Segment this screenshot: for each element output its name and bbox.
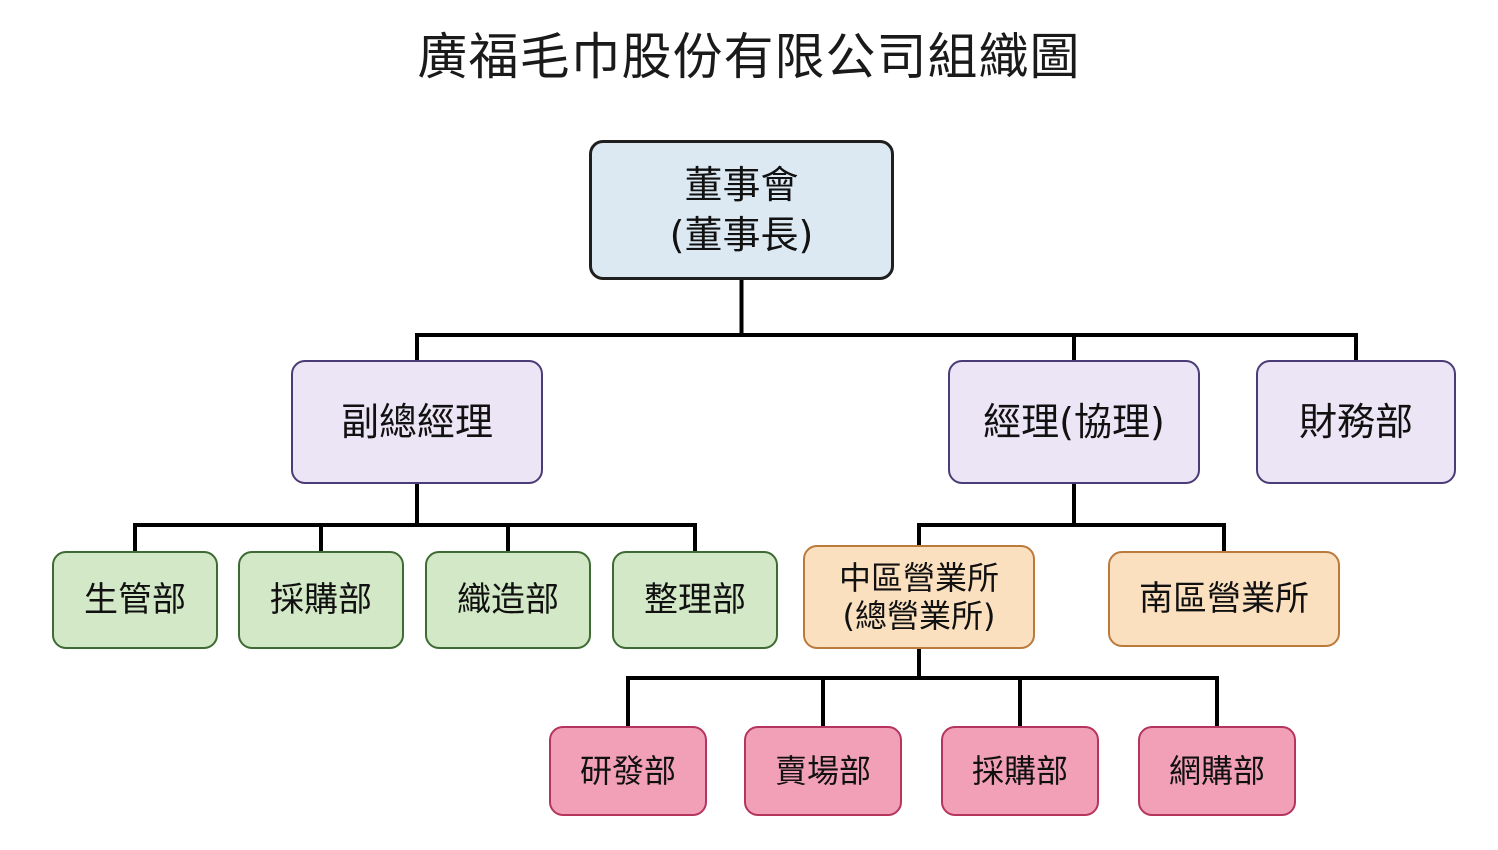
org-node-label: 財務部 bbox=[1298, 400, 1413, 444]
org-node-south[interactable]: 南區營業所 bbox=[1108, 551, 1340, 647]
org-node-label: 採購部 bbox=[270, 580, 372, 620]
org-node-label: 副總經理 bbox=[340, 400, 493, 444]
org-node-label: 採購部 bbox=[971, 752, 1068, 790]
org-node-board[interactable]: 董事會 (董事長) bbox=[589, 140, 894, 280]
org-node-weaving[interactable]: 織造部 bbox=[425, 551, 591, 649]
org-node-label: 經理(協理) bbox=[983, 400, 1165, 444]
org-node-label: 賣場部 bbox=[774, 752, 871, 790]
org-node-label: 生管部 bbox=[84, 580, 186, 620]
org-node-finishing[interactable]: 整理部 bbox=[612, 551, 778, 649]
org-node-vp[interactable]: 副總經理 bbox=[291, 360, 543, 484]
org-node-central[interactable]: 中區營業所 (總營業所) bbox=[803, 545, 1035, 649]
org-node-label: 研發部 bbox=[579, 752, 676, 790]
org-node-label: 南區營業所 bbox=[1139, 579, 1309, 619]
org-node-store[interactable]: 賣場部 bbox=[744, 726, 902, 816]
org-node-rnd[interactable]: 研發部 bbox=[549, 726, 707, 816]
org-node-label: 織造部 bbox=[457, 580, 559, 620]
org-node-finance[interactable]: 財務部 bbox=[1256, 360, 1456, 484]
org-node-label: 整理部 bbox=[644, 580, 746, 620]
org-node-manager[interactable]: 經理(協理) bbox=[948, 360, 1200, 484]
page-title: 廣福毛巾股份有限公司組織圖 bbox=[417, 28, 1081, 86]
org-node-label: 網購部 bbox=[1168, 752, 1265, 790]
org-node-purchase-biz[interactable]: 採購部 bbox=[941, 726, 1099, 816]
org-node-production[interactable]: 生管部 bbox=[52, 551, 218, 649]
org-node-online[interactable]: 網購部 bbox=[1138, 726, 1296, 816]
org-node-label: 中區營業所 (總營業所) bbox=[838, 559, 999, 635]
org-node-purchase-mfg[interactable]: 採購部 bbox=[238, 551, 404, 649]
org-node-label: 董事會 (董事長) bbox=[669, 163, 814, 257]
